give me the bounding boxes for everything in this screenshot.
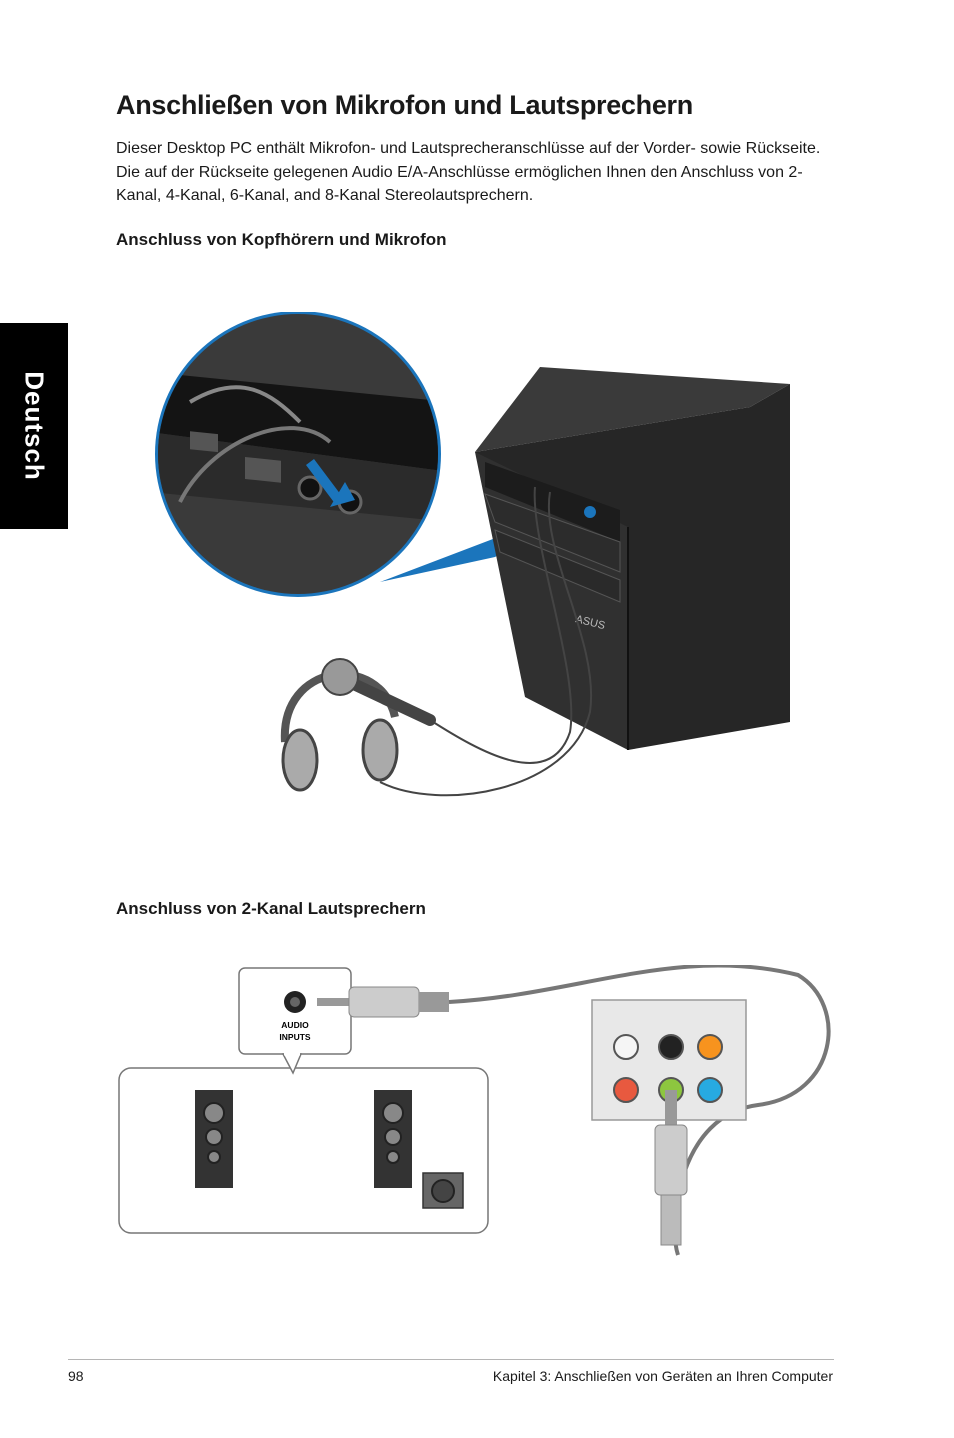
jack-side-speaker-icon — [697, 1077, 723, 1103]
speakers-illustration: AUDIO INPUTS — [118, 965, 831, 1256]
audio-cables — [379, 486, 593, 797]
section-heading-2ch-speakers: Anschluss von 2-Kanal Lautsprechern — [116, 899, 426, 918]
jack-center-sub-icon — [697, 1034, 723, 1060]
side-tab-label: Deutsch — [19, 371, 50, 481]
intro-paragraph: Dieser Desktop PC enthält Mikrofon- und … — [116, 140, 821, 204]
zoom-circle-front-panel — [155, 312, 441, 597]
footer-rule — [68, 1359, 834, 1360]
speaker-cable — [448, 965, 831, 1256]
jack-mic-icon — [613, 1077, 639, 1103]
callout-label-line1: AUDIO — [281, 1020, 309, 1030]
desktop-tower: ASUS — [475, 367, 790, 750]
right-speaker — [374, 1090, 412, 1188]
speaker-plug — [317, 986, 449, 1018]
audio-inputs-callout: AUDIO INPUTS — [238, 967, 352, 1075]
line-out-plug — [654, 1090, 688, 1246]
section-heading-headphones-mic: Anschluss von Kopfhörern und Mikrofon — [116, 230, 447, 249]
language-side-tab: Deutsch — [0, 323, 68, 529]
page-title: Anschließen von Mikrofon und Lautspreche… — [116, 90, 693, 120]
headphones-mic-illustration: ASUS — [155, 312, 790, 797]
callout-label-line2: INPUTS — [279, 1032, 311, 1042]
microphone — [321, 658, 436, 726]
footer-page-number: 98 — [68, 1368, 84, 1384]
jack-rear-speaker-icon — [658, 1034, 684, 1060]
jack-line-in-icon — [613, 1034, 639, 1060]
footer-chapter-title: Kapitel 3: Anschließen von Geräten an Ih… — [492, 1368, 833, 1384]
left-speaker — [195, 1090, 233, 1188]
subwoofer — [422, 1172, 464, 1209]
